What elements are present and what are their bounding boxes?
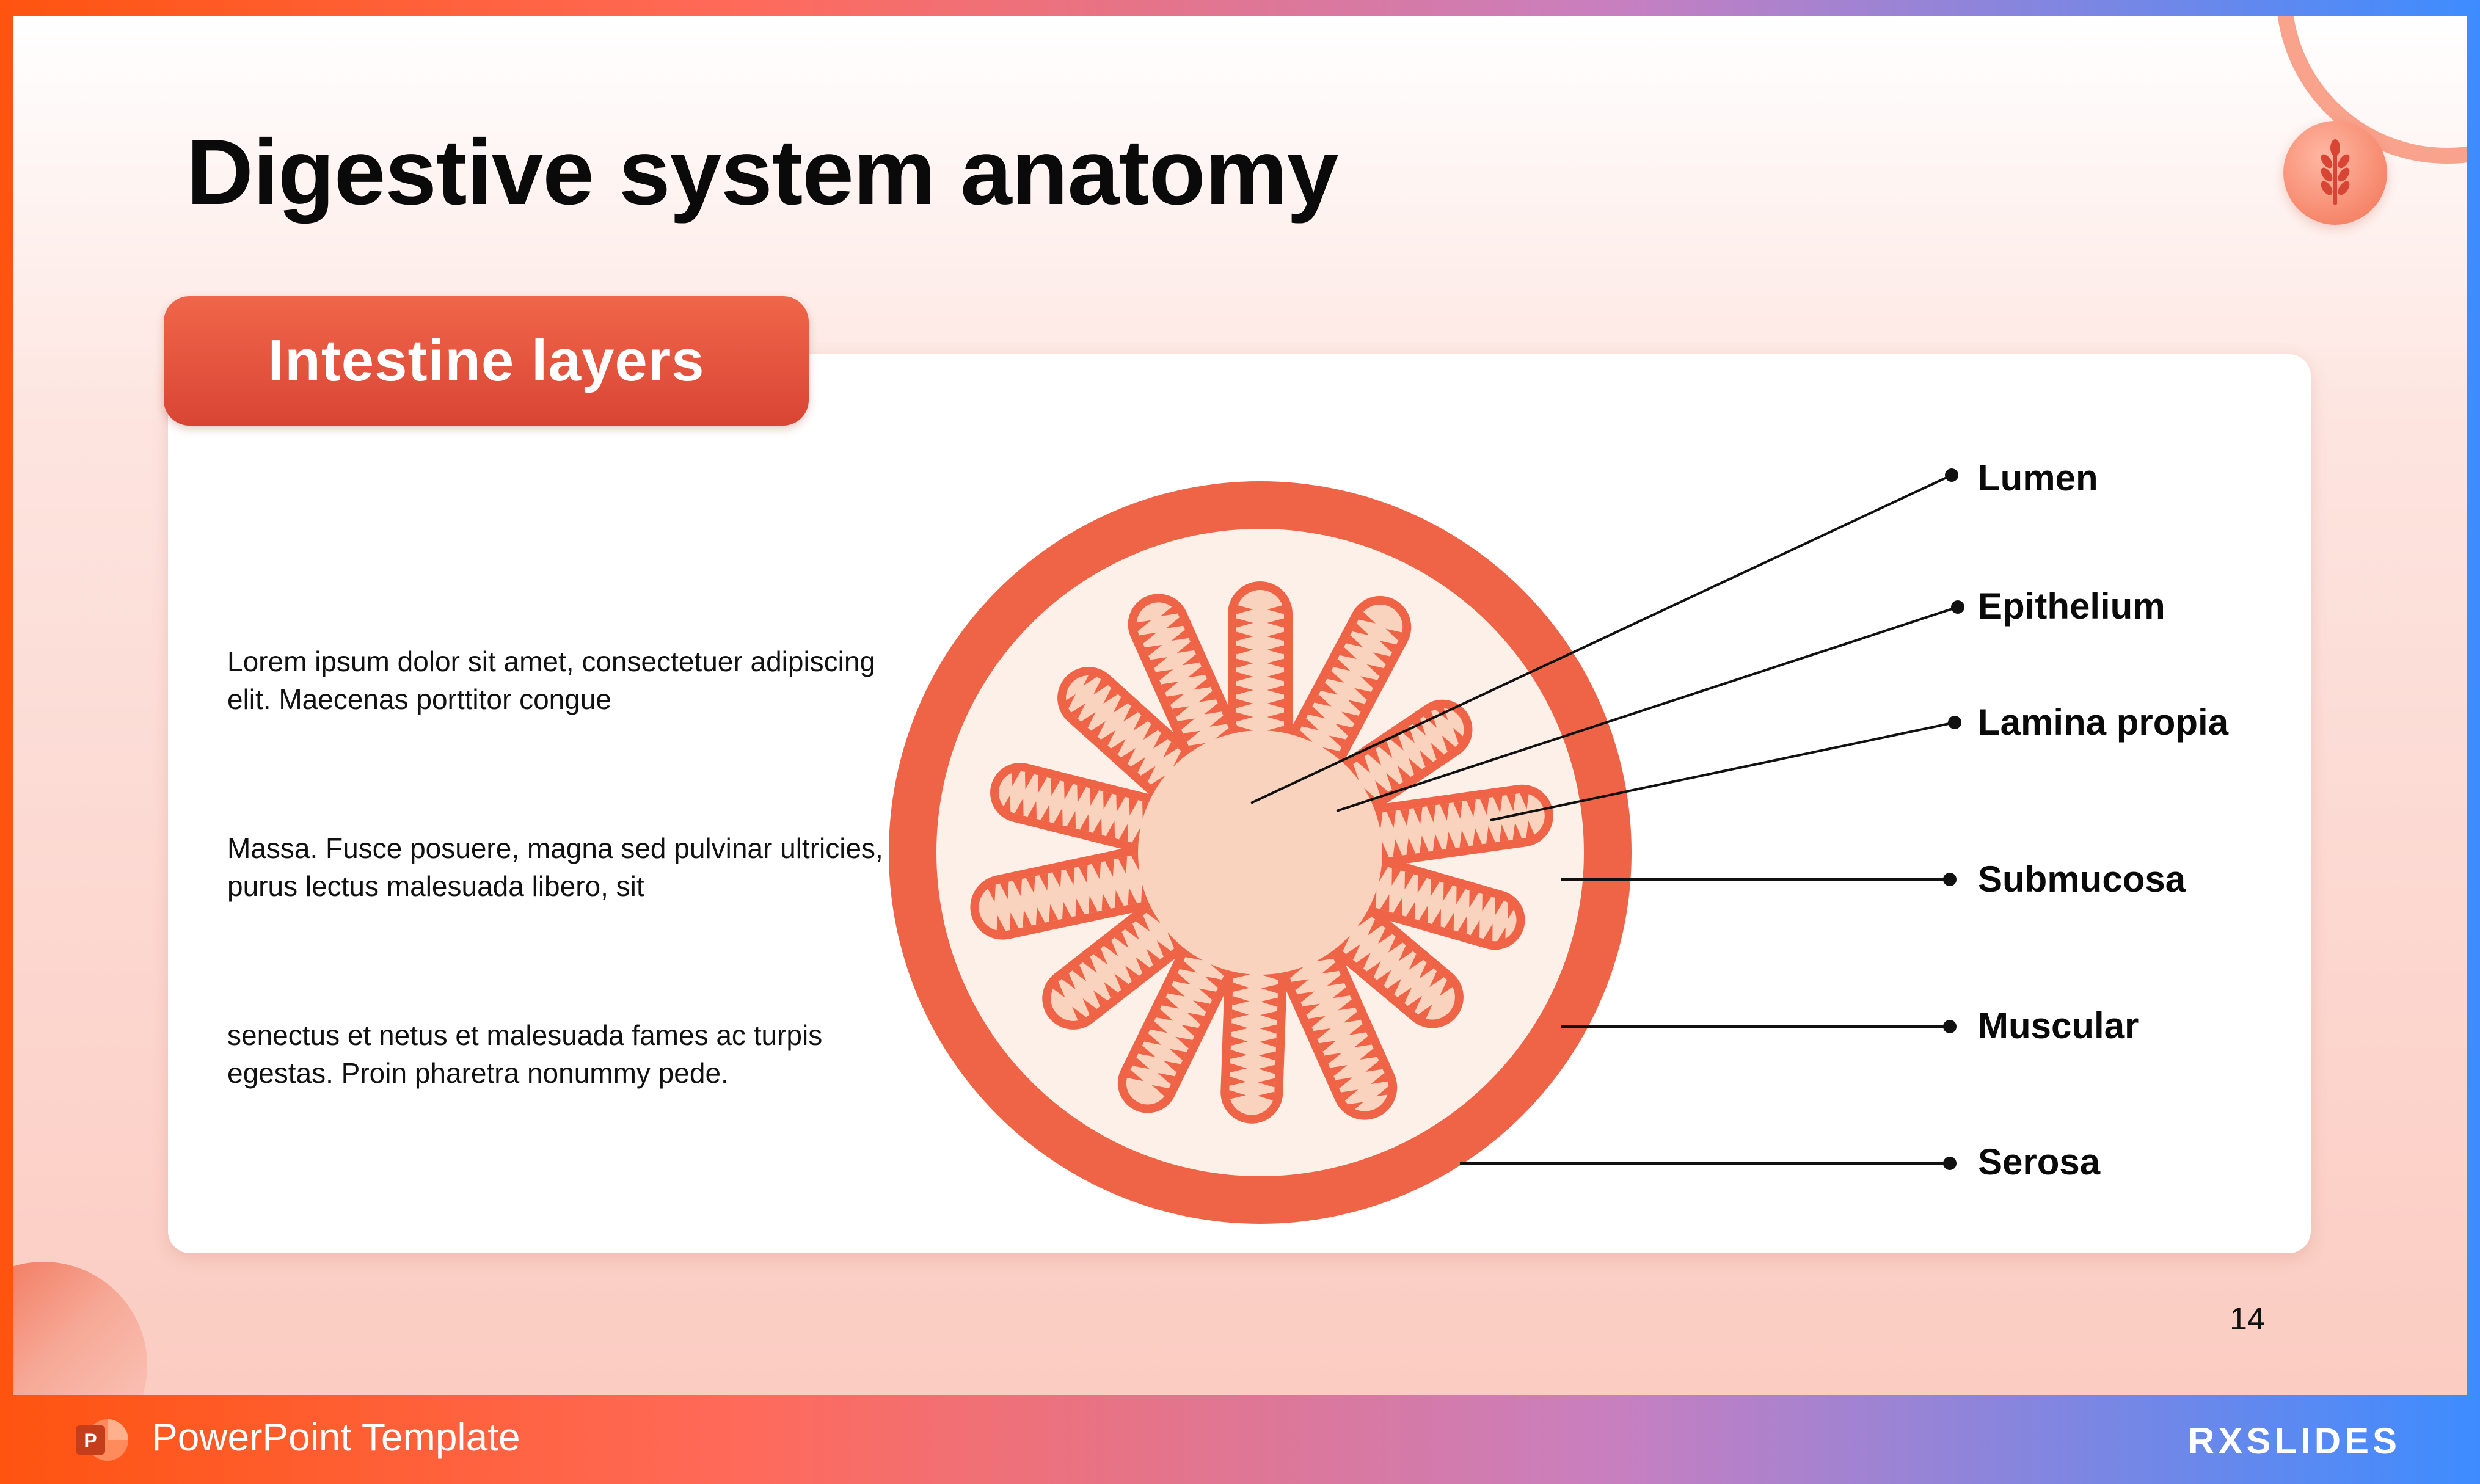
leader-dot xyxy=(1951,600,1964,614)
body-paragraph-2: Massa. Fusce posuere, magna sed pulvinar… xyxy=(227,832,883,902)
label-lumen: Lumen xyxy=(1978,457,2098,498)
powerpoint-icon: P xyxy=(76,1419,128,1461)
footer-template-label: PowerPoint Template xyxy=(151,1415,520,1459)
brand-logo-text: RXSLIDES xyxy=(2188,1420,2401,1461)
leader-dot xyxy=(1948,716,1961,729)
label-serosa: Serosa xyxy=(1978,1141,2101,1182)
leader-dot xyxy=(1945,468,1958,482)
footer-bar: P PowerPoint Template RXSLIDES xyxy=(0,1395,2480,1484)
label-lamina-propia: Lamina propia xyxy=(1978,702,2229,743)
powerpoint-icon-letter: P xyxy=(84,1430,97,1452)
section-tab: Intestine layers xyxy=(164,296,809,426)
wheat-badge xyxy=(2283,121,2387,225)
lamina-propia-core xyxy=(1138,730,1382,975)
label-submucosa: Submucosa xyxy=(1978,859,2186,900)
leader-line xyxy=(1490,721,1955,821)
page-title: Digestive system anatomy xyxy=(186,120,1338,224)
body-paragraph-3: senectus et netus et malesuada fames ac … xyxy=(227,1019,823,1089)
label-muscular: Muscular xyxy=(1978,1005,2139,1046)
brand-logo: RXSLIDES xyxy=(2188,1420,2401,1461)
section-tab-label: Intestine layers xyxy=(268,328,705,393)
body-paragraph-1: Lorem ipsum dolor sit amet, consectetuer… xyxy=(227,646,876,715)
label-epithelium: Epithelium xyxy=(1978,586,2165,627)
leader-dot xyxy=(1943,1020,1957,1033)
wheat-icon xyxy=(2321,139,2350,205)
page-number: 14 xyxy=(2230,1301,2265,1337)
leader-dot xyxy=(1943,873,1957,886)
leader-dot xyxy=(1943,1157,1957,1170)
leader-line xyxy=(1336,606,1958,812)
leader-line xyxy=(1250,474,1952,804)
leader-lines xyxy=(1250,468,1964,1170)
mucosa-folds xyxy=(970,581,1553,1124)
